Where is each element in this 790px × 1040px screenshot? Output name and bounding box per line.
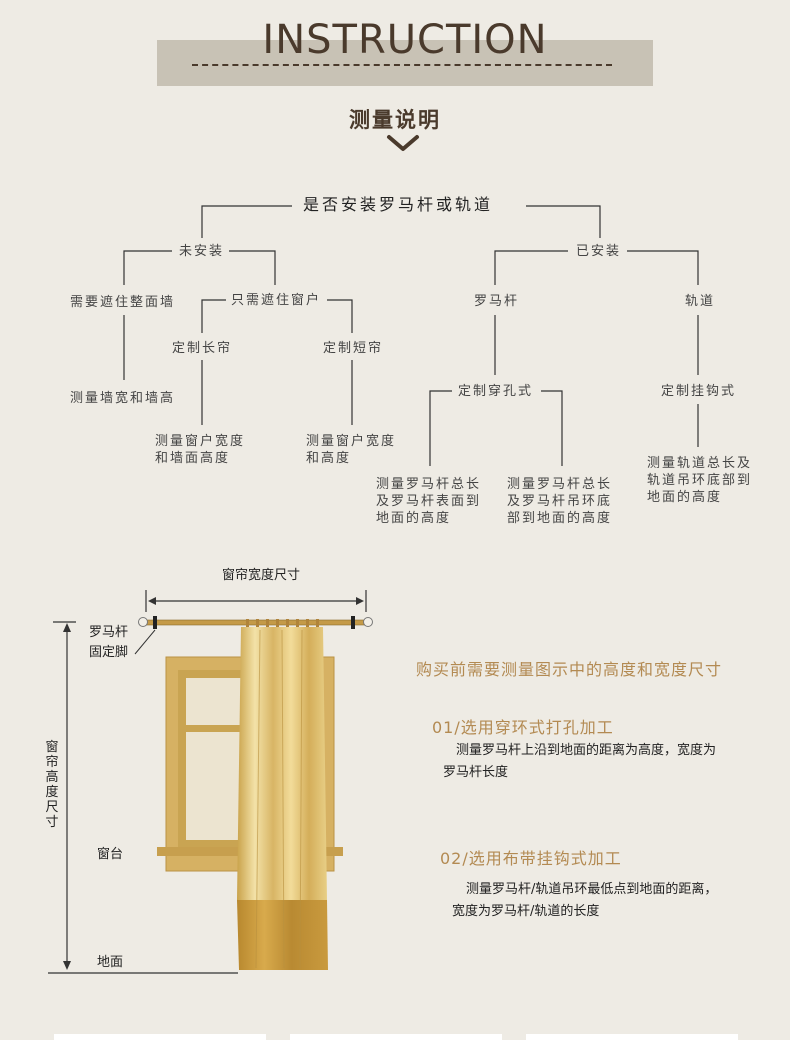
tree-measure-short-line1: 测量窗户宽度 bbox=[306, 434, 397, 449]
step2-desc-line1: 测量罗马杆/轨道吊环最低点到地面的距离， bbox=[466, 882, 718, 897]
tree-cover-wall: 需要遮住整面墙 bbox=[70, 295, 176, 310]
tree-grommet-a-line2: 及罗马杆表面到 bbox=[376, 494, 482, 509]
bottom-divider bbox=[526, 1034, 738, 1040]
banner-background bbox=[157, 40, 653, 86]
step1-title: 01/选用穿环式打孔加工 bbox=[432, 718, 614, 737]
tree-hook-measure: 测量轨道总长及 轨道吊环底部到 地面的高度 bbox=[647, 455, 752, 506]
tree-custom-grommet: 定制穿孔式 bbox=[458, 384, 534, 399]
step2-title: 02/选用布带挂钩式加工 bbox=[440, 849, 622, 868]
chevron-down-icon bbox=[387, 135, 419, 151]
tree-hook-line3: 地面的高度 bbox=[647, 490, 723, 505]
height-label-char: 窗 bbox=[45, 740, 59, 755]
step1-desc-line1: 测量罗马杆上沿到地面的距离为高度，宽度为 bbox=[456, 743, 717, 758]
tree-hook-line2: 轨道吊环底部到 bbox=[647, 473, 753, 488]
tree-cover-window: 只需遮住窗户 bbox=[231, 293, 322, 308]
width-dimension-label: 窗帘宽度尺寸 bbox=[222, 568, 301, 583]
bottom-divider bbox=[290, 1034, 502, 1040]
tree-grommet-a-line3: 地面的高度 bbox=[376, 511, 452, 526]
height-dimension-label: 窗 帘 高 度 尺 寸 bbox=[44, 740, 60, 830]
tree-installed: 已安装 bbox=[576, 244, 622, 259]
height-label-char: 度 bbox=[45, 785, 59, 800]
tree-grommet-b: 测量罗马杆总长 及罗马杆吊环底 部到地面的高度 bbox=[507, 476, 612, 527]
floor-label: 地面 bbox=[97, 955, 124, 970]
tree-connector-lines bbox=[123, 205, 699, 466]
rod-label-line2: 固定脚 bbox=[89, 645, 129, 660]
height-label-char: 帘 bbox=[45, 755, 59, 770]
tree-measure-wall: 测量墙宽和墙高 bbox=[70, 391, 176, 406]
tree-grommet-b-line1: 测量罗马杆总长 bbox=[507, 477, 613, 492]
tree-custom-hook: 定制挂钩式 bbox=[661, 384, 737, 399]
tree-roman-rod: 罗马杆 bbox=[474, 294, 520, 309]
section-subtitle: 测量说明 bbox=[349, 108, 441, 132]
rod-label-line1: 罗马杆 bbox=[89, 625, 129, 640]
tree-custom-short: 定制短帘 bbox=[323, 341, 384, 356]
tree-grommet-b-line3: 部到地面的高度 bbox=[507, 511, 613, 526]
sill-label: 窗台 bbox=[97, 847, 124, 862]
tree-grommet-b-line2: 及罗马杆吊环底 bbox=[507, 494, 613, 509]
tree-track: 轨道 bbox=[685, 294, 716, 309]
banner-title: INSTRUCTION bbox=[262, 17, 548, 63]
tree-measure-long-line1: 测量窗户宽度 bbox=[155, 434, 246, 449]
step2-desc-line2: 宽度为罗马杆/轨道的长度 bbox=[452, 904, 600, 919]
tree-measure-short-line2: 和高度 bbox=[306, 451, 352, 466]
tree-measure-short: 测量窗户宽度 和高度 bbox=[306, 433, 396, 467]
tree-not-installed: 未安装 bbox=[179, 244, 225, 259]
tree-grommet-a-line1: 测量罗马杆总长 bbox=[376, 477, 482, 492]
tree-root-question: 是否安装罗马杆或轨道 bbox=[303, 195, 494, 214]
tree-measure-long-line2: 和墙面高度 bbox=[155, 451, 231, 466]
tree-measure-long: 测量窗户宽度 和墙面高度 bbox=[155, 433, 245, 467]
height-label-char: 寸 bbox=[45, 815, 59, 830]
tree-hook-line1: 测量轨道总长及 bbox=[647, 456, 753, 471]
height-label-char: 高 bbox=[45, 770, 59, 785]
step1-desc-line2: 罗马杆长度 bbox=[443, 765, 509, 780]
bottom-divider bbox=[54, 1034, 266, 1040]
height-label-char: 尺 bbox=[45, 800, 59, 815]
tree-custom-long: 定制长帘 bbox=[172, 341, 233, 356]
tree-grommet-a: 测量罗马杆总长 及罗马杆表面到 地面的高度 bbox=[376, 476, 481, 527]
info-headline: 购买前需要测量图示中的高度和宽度尺寸 bbox=[416, 660, 723, 679]
banner-dashed-line bbox=[192, 64, 612, 66]
